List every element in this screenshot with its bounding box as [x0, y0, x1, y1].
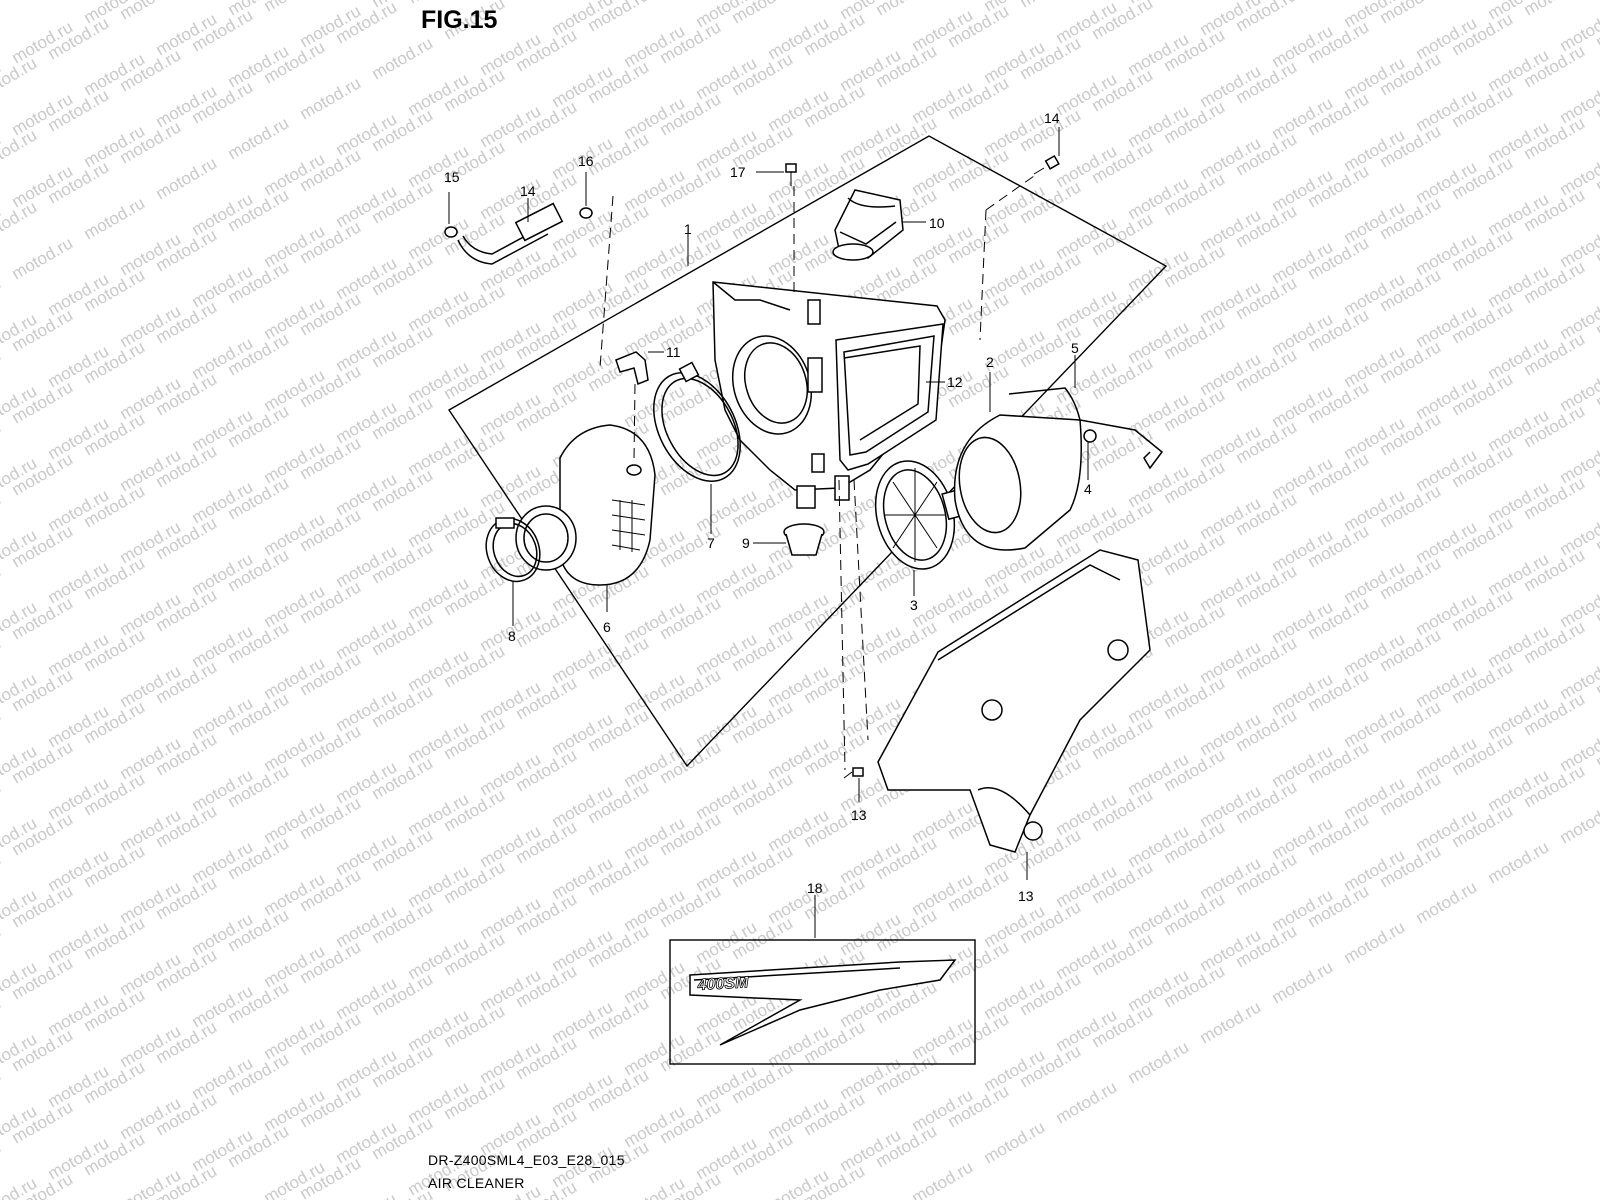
callout-18: 18 [807, 880, 823, 896]
callout-17a: 15 [444, 169, 460, 185]
decal-text: 400SM [696, 974, 749, 994]
part-6-inlet-duct [515, 424, 656, 586]
callout-11: 11 [666, 344, 681, 360]
part-12-seal [843, 345, 921, 441]
callout-2: 2 [986, 354, 994, 370]
part-10-intake-boot [832, 189, 904, 261]
callout-4: 4 [1084, 481, 1092, 497]
callout-16: 14 [520, 183, 536, 199]
part-8-hose-clamp [485, 517, 541, 583]
part-4-bolt [1083, 429, 1097, 443]
part-5-retainer-wire [1008, 387, 1164, 470]
callout-3: 3 [910, 597, 918, 613]
part-13-side-cover [877, 549, 1151, 853]
part-7-clamp [653, 361, 741, 482]
part-15-screw [785, 163, 797, 186]
part-11-elbow [615, 351, 649, 386]
assembly-boundary [448, 135, 1168, 768]
part-16-breather-hose [444, 202, 593, 265]
callout-5: 5 [1071, 340, 1079, 356]
model-code: DR-Z400SML4_E03_E28_015 [428, 1152, 625, 1168]
leader-lines [448, 127, 1089, 938]
callout-10: 10 [929, 215, 945, 231]
part-14-screw-top [1033, 155, 1060, 175]
part-18-decal-box: 400SM [669, 939, 976, 1065]
callout-7: 7 [707, 535, 715, 551]
callout-14b: 13 [851, 807, 867, 823]
part-2-foam-filter [953, 414, 1082, 551]
callout-14a: 14 [1044, 110, 1060, 126]
callout-13: 13 [1018, 888, 1034, 904]
part-14-screw-bottom [843, 767, 864, 779]
callout-15: 17 [730, 164, 746, 180]
part-1-air-cleaner-box [712, 281, 946, 509]
callout-17b: 16 [578, 153, 594, 169]
callout-6: 6 [603, 619, 611, 635]
figure-title: FIG.15 [421, 6, 498, 34]
assembly-name: AIR CLEANER [428, 1175, 525, 1191]
callout-9: 9 [742, 535, 750, 551]
callout-8: 8 [508, 628, 516, 644]
callout-labels: 15 14 16 1 17 14 10 11 12 2 5 4 7 9 3 6 … [444, 110, 1092, 904]
callout-1: 1 [684, 221, 692, 237]
part-9-drain-cap [783, 523, 825, 556]
callout-12: 12 [947, 374, 963, 390]
